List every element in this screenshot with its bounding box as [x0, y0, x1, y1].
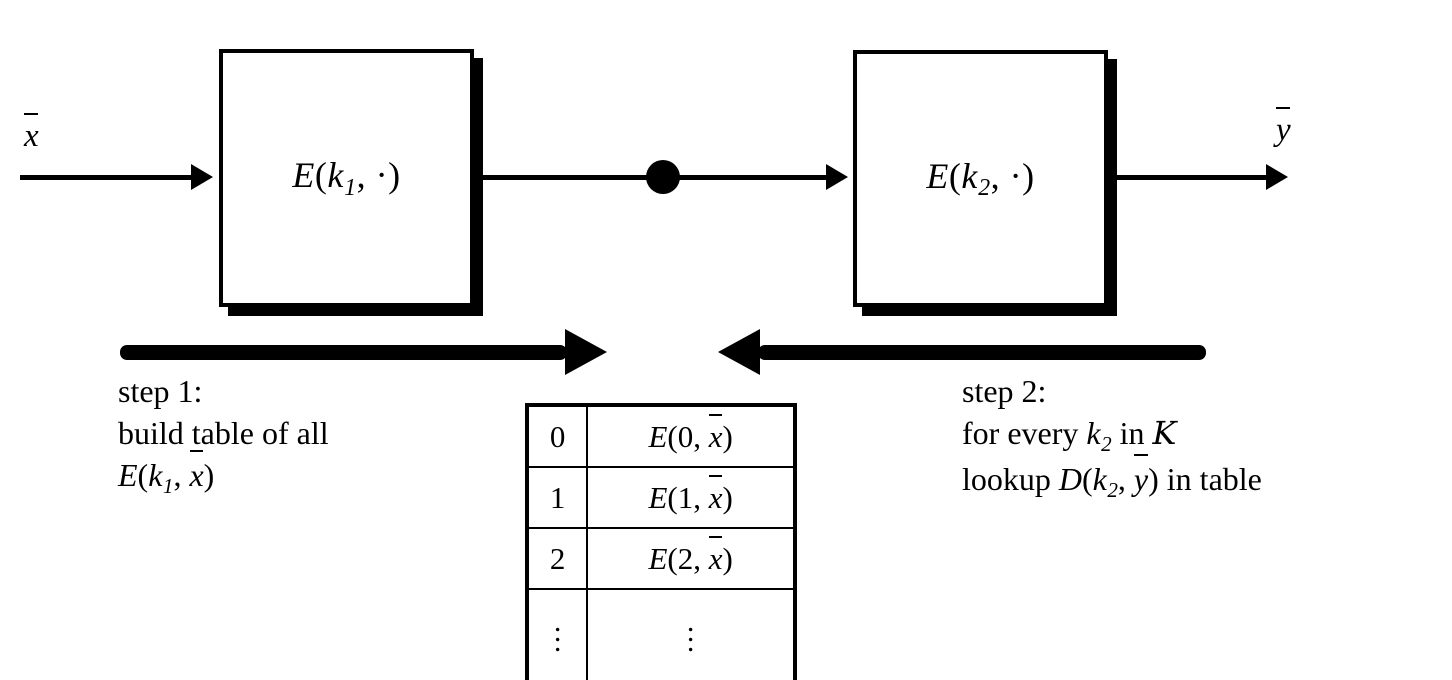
table-row[interactable]: 2 E(2, x): [525, 527, 796, 590]
step-1-arrow-shaft: [120, 345, 567, 360]
table-row[interactable]: 0 E(0, x): [525, 404, 796, 468]
first-encryption-box[interactable]: E(k1, ·): [219, 49, 474, 307]
table-cell-key-ellipsis: ...: [525, 588, 589, 680]
output-label-y: y: [1276, 107, 1291, 148]
table-cell-value: E(0, x): [586, 404, 796, 468]
input-label-x: x: [24, 113, 39, 154]
step-1-line-3: E(k1, x): [118, 449, 329, 500]
table-cell-value: E(2, x): [586, 527, 796, 590]
step-1-caption: step 1: build table of all E(k1, x): [118, 370, 329, 501]
step-2-line-2: for every k2 in K: [962, 414, 1177, 456]
table-cell-value: E(1, x): [586, 466, 796, 529]
vertical-dots-icon: ...: [686, 604, 695, 659]
second-encryption-box[interactable]: E(k2, ·): [853, 50, 1108, 307]
step-2-caption: step 2: for every k2 in K lookup D(k2, y…: [962, 370, 1262, 505]
step-2-line-3: lookup D(k2, y) in table: [962, 453, 1262, 504]
vertical-dots-icon: ...: [553, 604, 562, 659]
intermediate-arrowhead-icon: [826, 164, 848, 190]
step-2-arrowhead-icon: [718, 329, 760, 375]
precomputed-lookup-table[interactable]: 0 E(0, x) 1 E(1, x) 2 E(2, x) ...: [525, 403, 797, 680]
step-1-line-2: build table of all: [118, 415, 329, 452]
table-cell-key: 1: [525, 466, 589, 529]
second-encryption-label: E(k2, ·): [926, 155, 1035, 202]
intermediate-junction-dot: [646, 160, 680, 194]
input-arrowhead-icon: [191, 164, 213, 190]
output-wire: [1108, 175, 1270, 180]
table-row-ellipsis: ... ...: [525, 588, 796, 680]
table-cell-key: 0: [525, 404, 589, 468]
output-arrowhead-icon: [1266, 164, 1288, 190]
step-2-arrow-shaft: [758, 345, 1206, 360]
table-cell-value-ellipsis: ...: [586, 588, 796, 680]
step-2-heading: step 2:: [962, 373, 1047, 409]
input-wire: [20, 175, 195, 180]
step-1-heading: step 1:: [118, 373, 203, 409]
table-cell-key: 2: [525, 527, 589, 590]
first-encryption-label: E(k1, ·): [292, 155, 401, 201]
step-1-arrowhead-icon: [565, 329, 607, 375]
table-row[interactable]: 1 E(1, x): [525, 466, 796, 529]
